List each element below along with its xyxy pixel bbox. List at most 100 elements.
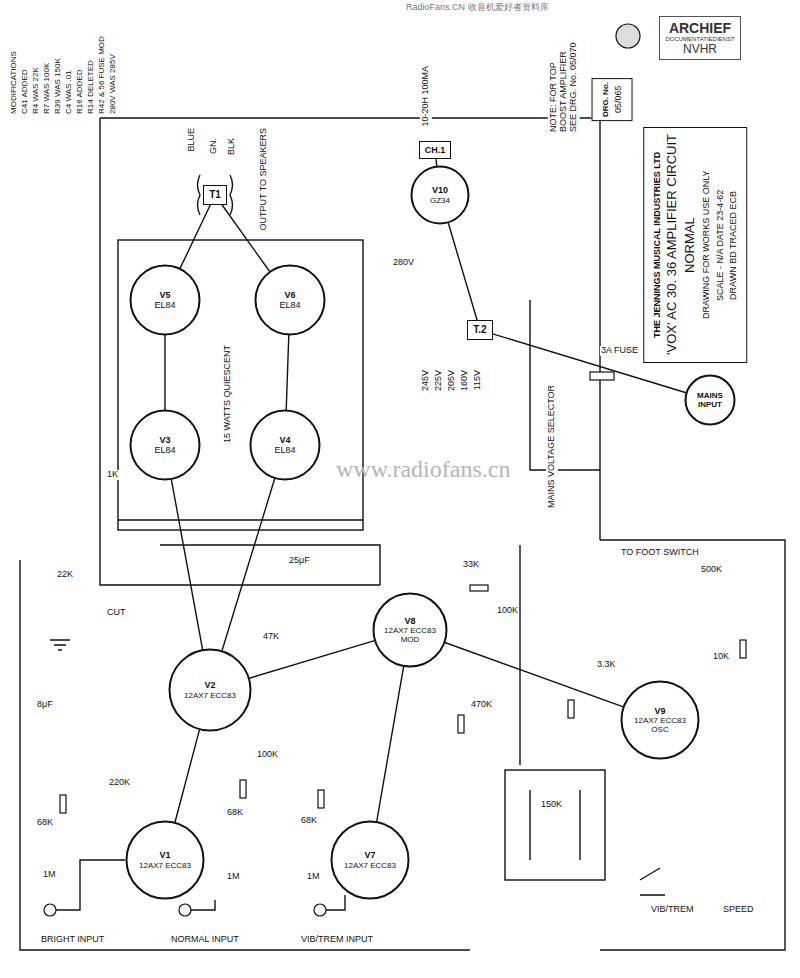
modifications-list: MODIFICATIONSC41 ADDEDR4 WAS 22KR7 WAS 1…	[8, 10, 118, 114]
component-label: VIB/TREM INPUT	[300, 935, 374, 945]
component-label: OUTPUT TO SPEAKERS	[258, 128, 270, 231]
component-label: NORMAL INPUT	[170, 935, 240, 945]
component-label: 68K	[226, 808, 244, 818]
output-transformer: T1	[203, 185, 227, 205]
mains-socket: MAINS INPUT	[684, 374, 736, 426]
valve: V112AX7 ECC83	[125, 820, 205, 900]
modification-note: R7 WAS 100K	[41, 10, 52, 114]
bus-line	[519, 545, 520, 765]
wire-connector	[377, 666, 404, 821]
component-label: 205V	[446, 370, 458, 391]
component-label: 10-20H 100MA	[420, 66, 432, 127]
modification-note: R14 DELETED	[85, 10, 96, 114]
component-label: 33K	[462, 560, 480, 570]
component-label: BLUE	[186, 128, 198, 152]
component-label: BRIGHT INPUT	[40, 935, 105, 945]
ground-symbol	[50, 640, 70, 650]
modification-note: C4 WAS .01	[63, 10, 74, 114]
component-label: SPEED	[722, 905, 755, 915]
node-text: 05/065	[613, 82, 623, 117]
node-text: 12AX7 ECC83	[384, 626, 436, 635]
wire-connector	[435, 159, 437, 166]
node-text: SCALE - N/A DATE 23-4-62	[714, 131, 724, 359]
resistor-symbol	[470, 585, 488, 591]
component-label: VIB/TREM	[650, 905, 695, 915]
node-text: MOD	[401, 635, 420, 644]
input-jack	[179, 904, 191, 916]
bus-line	[160, 545, 380, 585]
tone-network	[505, 770, 605, 880]
node-text: 'VOX' AC 30. 36 AMPLIFIER CIRCUIT	[665, 131, 680, 359]
component-label: 68K	[300, 816, 318, 826]
component-label: 220K	[108, 778, 131, 788]
wire-connector	[286, 335, 289, 410]
component-label: 47K	[262, 632, 280, 642]
component-label: 100K	[496, 606, 519, 616]
resistor-symbol	[740, 640, 746, 658]
node-text: DRAWN BD TRACED ECB	[728, 131, 738, 359]
valve-outline	[332, 822, 409, 899]
component-label: 115V	[472, 370, 484, 390]
component-label: 500K	[700, 565, 723, 575]
component-label: 470K	[470, 700, 493, 710]
node-text: V8	[404, 616, 415, 626]
archive-stamp: ARCHIEFDOCUMENTATIEDIENSTNVHR	[659, 16, 740, 61]
tone-network	[530, 790, 580, 860]
valve: V3EL84	[129, 409, 201, 481]
modification-note: MODIFICATIONS	[8, 10, 19, 114]
input-wire	[56, 860, 125, 910]
switch-symbol	[640, 868, 665, 895]
wire-connector	[171, 479, 202, 649]
node-text: DOCUMENTATIEDIENST	[665, 36, 734, 43]
input-jack	[44, 904, 56, 916]
valve: V212AX7 ECC83	[168, 648, 252, 732]
node-text: 12AX7 ECC83	[634, 716, 686, 725]
node-text: V5	[159, 290, 170, 300]
component-label: 245V	[420, 370, 432, 391]
node-text: V10	[432, 185, 448, 195]
fuse-symbol	[590, 372, 614, 380]
components	[44, 24, 746, 916]
node-text: V6	[284, 290, 295, 300]
drawing-number-box: DRG. No.05/065	[592, 78, 633, 121]
wire-connector	[445, 643, 623, 707]
node-text: EL84	[154, 300, 175, 310]
input-wire	[191, 900, 215, 910]
node-text: V4	[279, 435, 290, 445]
component-label: 225V	[433, 370, 445, 391]
component-label: 1M	[226, 872, 241, 882]
modification-note: R16 ADDED	[74, 10, 85, 114]
modification-note: R4 WAS 22K	[30, 10, 41, 114]
node-text: OSC	[651, 725, 668, 734]
node-text: 12AX7 ECC83	[344, 861, 396, 870]
valve-outline	[170, 650, 251, 731]
valve-outline	[131, 266, 200, 335]
node-text: ARCHIEF	[665, 20, 734, 36]
valve-outline	[622, 682, 699, 759]
modification-note: C41 ADDED	[19, 10, 30, 114]
component-label: 280V	[392, 258, 415, 268]
modification-note: R42 & 56 FUSE MOD	[96, 10, 107, 114]
valve-outline	[374, 594, 447, 667]
node-text: V7	[364, 850, 375, 860]
wire-connector	[180, 205, 210, 269]
wire-connector	[222, 478, 275, 650]
wire-connector	[164, 335, 165, 410]
node-text: THE JENNINGS MUSICAL INDUSTRIES LTD	[652, 131, 662, 359]
component-label: 3A FUSE	[600, 346, 639, 356]
component-label: TO FOOT SWITCH	[620, 548, 700, 558]
node-text: EL84	[279, 300, 300, 310]
node-text: EL84	[154, 445, 175, 455]
resistor-symbol	[318, 790, 324, 808]
wire-connector	[249, 641, 374, 679]
node-text: MAINS INPUT	[689, 391, 731, 409]
node-text: EL84	[274, 445, 295, 455]
input-wire	[326, 895, 345, 910]
resistor-symbol	[458, 715, 464, 733]
valve-outline	[251, 411, 320, 480]
node-text: DRAWING FOR WORKS USE ONLY	[701, 131, 711, 359]
valve-outline	[256, 266, 325, 335]
valve: V5EL84	[129, 264, 201, 336]
component-label: 150K	[540, 800, 563, 810]
component-label: 8μF	[36, 700, 54, 710]
